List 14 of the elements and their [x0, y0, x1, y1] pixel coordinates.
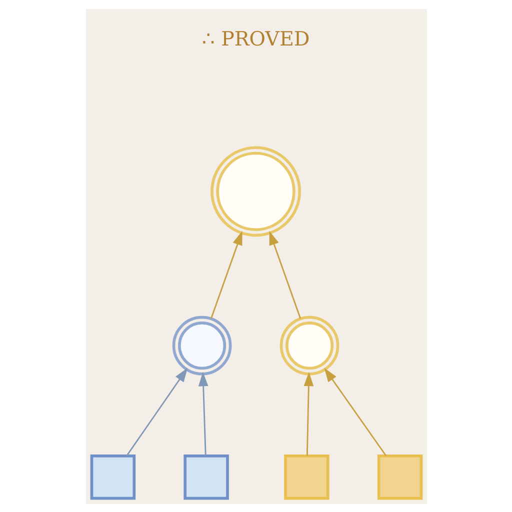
node-box — [376, 454, 422, 500]
node-circle — [172, 315, 232, 375]
arrow — [303, 372, 314, 456]
node-box — [90, 454, 136, 500]
node-box — [284, 454, 329, 500]
arrow — [210, 230, 242, 318]
node-box — [183, 454, 228, 500]
arrow — [126, 367, 188, 456]
node-circle — [210, 146, 301, 236]
arrow — [324, 367, 386, 456]
label: ∴ PROVED — [201, 26, 310, 50]
arrow — [198, 372, 208, 456]
arrow — [268, 230, 301, 318]
node-circle — [279, 315, 339, 375]
